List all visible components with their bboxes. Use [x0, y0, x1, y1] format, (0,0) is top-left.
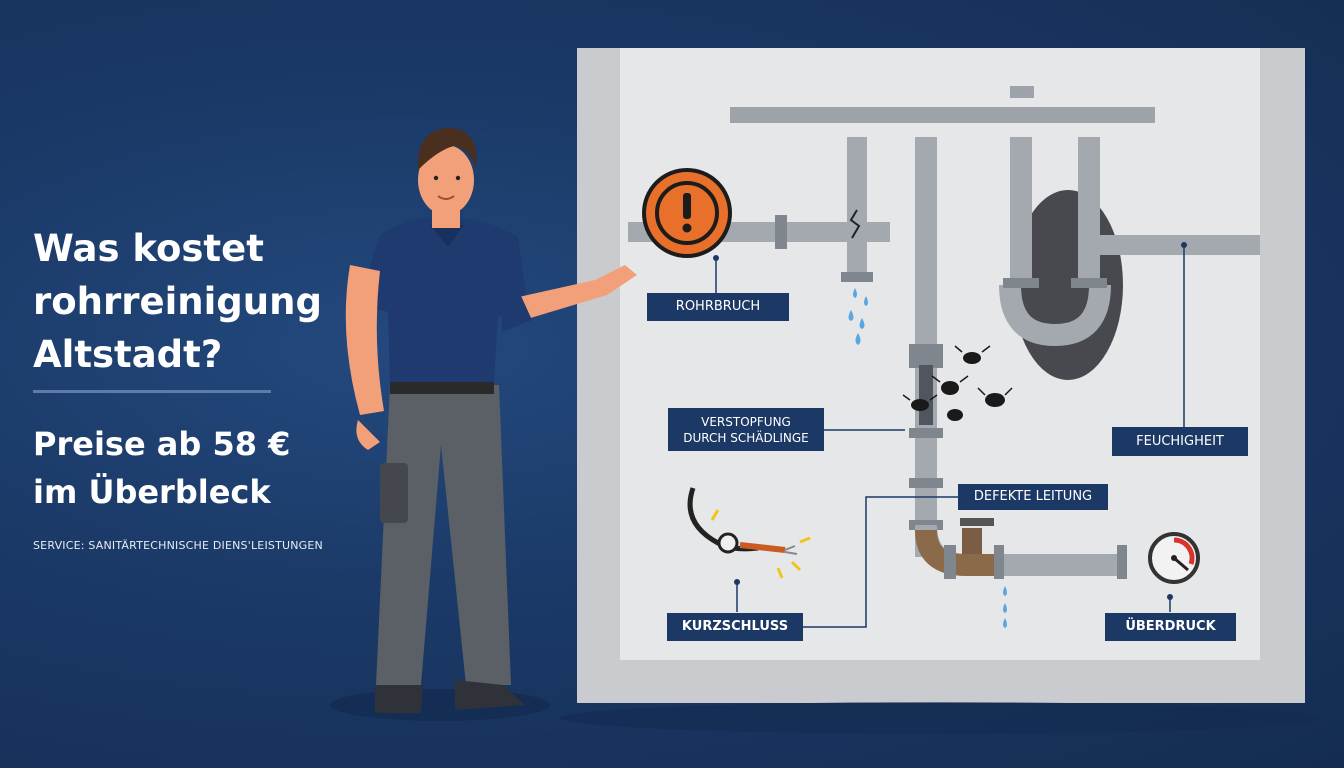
headline-line-3: Altstadt?	[33, 333, 223, 376]
pipe-cracked	[847, 137, 867, 277]
label-verstopfung-line-1: VERSTOPFUNG	[701, 414, 791, 429]
label-feuchtigkeit: FEUCHIGHEIT	[1112, 427, 1248, 456]
top-pipe	[730, 107, 1155, 123]
headline-line-1: Was kostet	[33, 227, 264, 270]
label-verstopfung: VERSTOPFUNG DURCH SCHÄDLINGE	[668, 408, 824, 451]
valve-icon	[962, 528, 982, 554]
subheadline: Preise ab 58 € im Überbleck	[33, 420, 353, 516]
label-verstopfung-line-2: DURCH SCHÄDLINGE	[683, 430, 809, 445]
label-rohrbruch: ROHRBRUCH	[647, 293, 789, 321]
pipe-u-right	[1078, 137, 1100, 287]
label-defekte-leitung: DEFEKTE LEITUNG	[958, 484, 1108, 510]
divider	[33, 390, 271, 393]
headline: Was kostet rohrreinigung Altstadt?	[33, 222, 353, 381]
electric-cable-icon	[687, 487, 811, 579]
label-ueberdruck: ÜBERDRUCK	[1105, 613, 1236, 641]
water-drop-icon	[848, 288, 868, 345]
subheadline-line-1: Preise ab 58 €	[33, 425, 291, 463]
service-line: SERVICE: SANITÄRTECHNISCHE DIENS'LEISTUN…	[33, 539, 323, 552]
plumber-figure	[330, 128, 637, 721]
pipe-u-left	[1010, 137, 1032, 287]
crack-icon	[849, 209, 861, 239]
label-kurzschluss: KURZSCHLUSS	[667, 613, 803, 641]
pest-bug-icon	[911, 352, 1005, 421]
headline-line-2: rohrreinigung	[33, 280, 322, 323]
rusty-pipe	[915, 529, 996, 576]
subheadline-line-2: im Überbleck	[33, 473, 271, 511]
pipe-horizontal-right	[1100, 235, 1260, 255]
